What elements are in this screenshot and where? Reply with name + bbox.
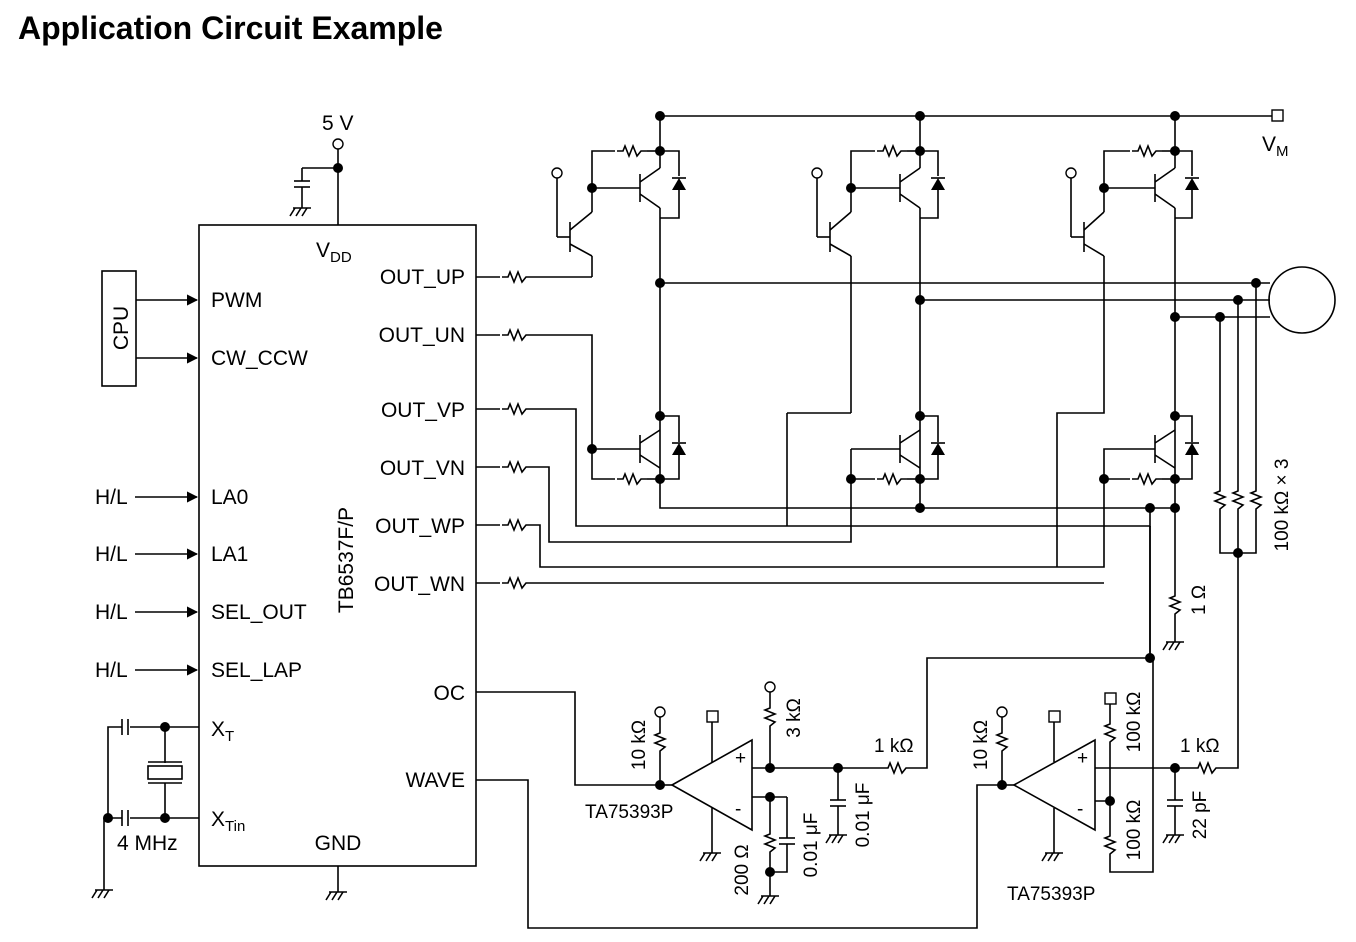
pin-la0: LA0 — [211, 486, 248, 509]
gnd-pin-label: GND — [315, 832, 362, 855]
motor-icon — [1268, 266, 1336, 334]
opamp1-label: TA75393P — [585, 802, 673, 823]
svg-text:1 kΩ: 1 kΩ — [874, 736, 914, 757]
oc-comparator: 10 kΩ + - 3 kΩ 200 Ω 0.01 μF — [476, 526, 1155, 905]
svg-text:100 kΩ: 100 kΩ — [1124, 692, 1145, 753]
cpu-block: CPU — [101, 270, 199, 387]
pin-out-wp: OUT_WP — [375, 515, 465, 538]
pin-out-up: OUT_UP — [380, 266, 465, 289]
hl-inputs: H/L H/L H/L H/L — [95, 486, 199, 682]
crystal-label: 4 MHz — [117, 832, 178, 855]
svg-text:0.01 μF: 0.01 μF — [801, 813, 822, 878]
crystal-oscillator: 4 MHz — [91, 719, 199, 899]
pin-oc: OC — [434, 682, 466, 705]
svg-text:0.01 μF: 0.01 μF — [853, 783, 874, 848]
svg-text:+: + — [735, 748, 746, 769]
pin-out-wn: OUT_WN — [374, 573, 465, 596]
svg-text:10 kΩ: 10 kΩ — [629, 720, 650, 770]
vm-rail-and-motor: VM 100 kΩ × 3 — [660, 109, 1336, 769]
svg-text:H/L: H/L — [95, 543, 128, 566]
tb6537-ic: TB6537F/P VDD GND PWM CW_CCW LA0 LA1 SEL… — [198, 224, 477, 867]
svg-text:H/L: H/L — [95, 601, 128, 624]
pin-sel-lap: SEL_LAP — [211, 659, 302, 682]
pin-xtin: XTin — [211, 808, 245, 835]
pin-out-vn: OUT_VN — [380, 457, 465, 480]
pin-pwm: PWM — [211, 289, 262, 312]
gate-drive-lines — [476, 256, 1151, 589]
vdd-supply: 5 V — [289, 112, 354, 901]
svg-text:-: - — [735, 799, 741, 820]
vm-label: VM — [1262, 133, 1289, 160]
svg-text:H/L: H/L — [95, 659, 128, 682]
svg-text:22 pF: 22 pF — [1190, 791, 1211, 840]
shunt-resistor-label: 1 Ω — [1189, 585, 1210, 615]
svg-text:100 kΩ: 100 kΩ — [1124, 800, 1145, 861]
pin-la1: LA1 — [211, 543, 248, 566]
svg-text:H/L: H/L — [95, 486, 128, 509]
divider-resistors-label: 100 kΩ × 3 — [1272, 459, 1293, 552]
svg-text:3 kΩ: 3 kΩ — [784, 698, 805, 738]
pin-xt: XT — [211, 718, 234, 745]
svg-text:1 kΩ: 1 kΩ — [1180, 736, 1220, 757]
pin-out-vp: OUT_VP — [381, 399, 465, 422]
svg-text:5 V: 5 V — [322, 112, 354, 135]
page-title: Application Circuit Example — [18, 10, 443, 46]
svg-text:10 kΩ: 10 kΩ — [971, 720, 992, 770]
ic-part-number: TB6537F/P — [335, 507, 358, 613]
bridge-leg-u — [551, 111, 1175, 509]
wave-comparator: 10 kΩ + - 100 kΩ 100 kΩ 22 pF 1 kΩ TA753… — [476, 658, 1223, 929]
bridge-leg-w: 1 Ω — [1056, 111, 1210, 651]
svg-text:-: - — [1077, 799, 1083, 820]
svg-text:+: + — [1077, 748, 1088, 769]
vdd-pin-label: VDD — [316, 239, 352, 266]
svg-text:200 Ω: 200 Ω — [732, 844, 753, 895]
pin-out-un: OUT_UN — [379, 324, 465, 347]
pin-wave: WAVE — [405, 769, 465, 792]
pin-sel-out: SEL_OUT — [211, 601, 307, 624]
opamp2-label: TA75393P — [1007, 884, 1095, 905]
pin-cw-ccw: CW_CCW — [211, 347, 308, 370]
svg-text:CPU: CPU — [110, 306, 133, 350]
bridge-leg-v — [787, 111, 945, 513]
